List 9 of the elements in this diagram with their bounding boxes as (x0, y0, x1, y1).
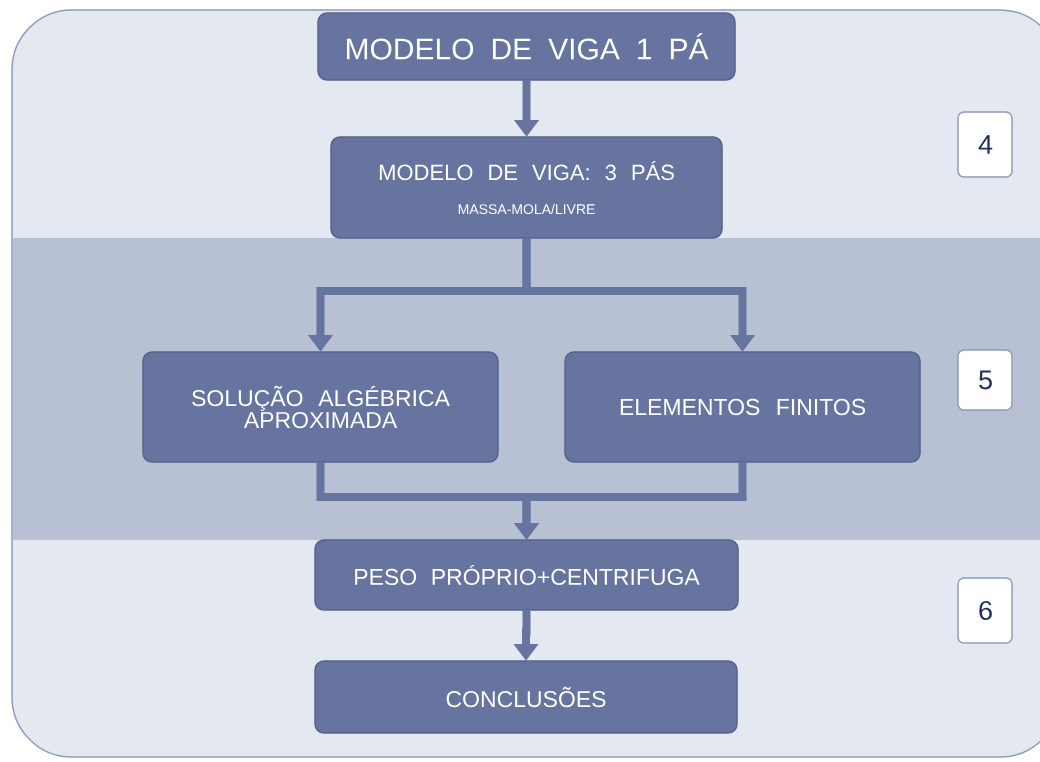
section-number-box: 4 (957, 111, 1013, 178)
process-box: MODELO DE VIGA: 3 PÁS MASSA-MOLA/LIVRE (330, 136, 723, 239)
process-box: MODELO DE VIGA 1 PÁ (317, 12, 736, 81)
process-box: PESO PRÓPRIO+CENTRIFUGA (314, 539, 739, 611)
process-box: CONCLUSÕES (314, 660, 738, 734)
process-box: ELEMENTOS FINITOS (564, 351, 921, 463)
section-number-box: 5 (957, 349, 1013, 411)
section-number-box: 6 (957, 577, 1013, 644)
process-box: SOLUÇÃO ALGÉBRICA APROXIMADA (142, 351, 499, 463)
